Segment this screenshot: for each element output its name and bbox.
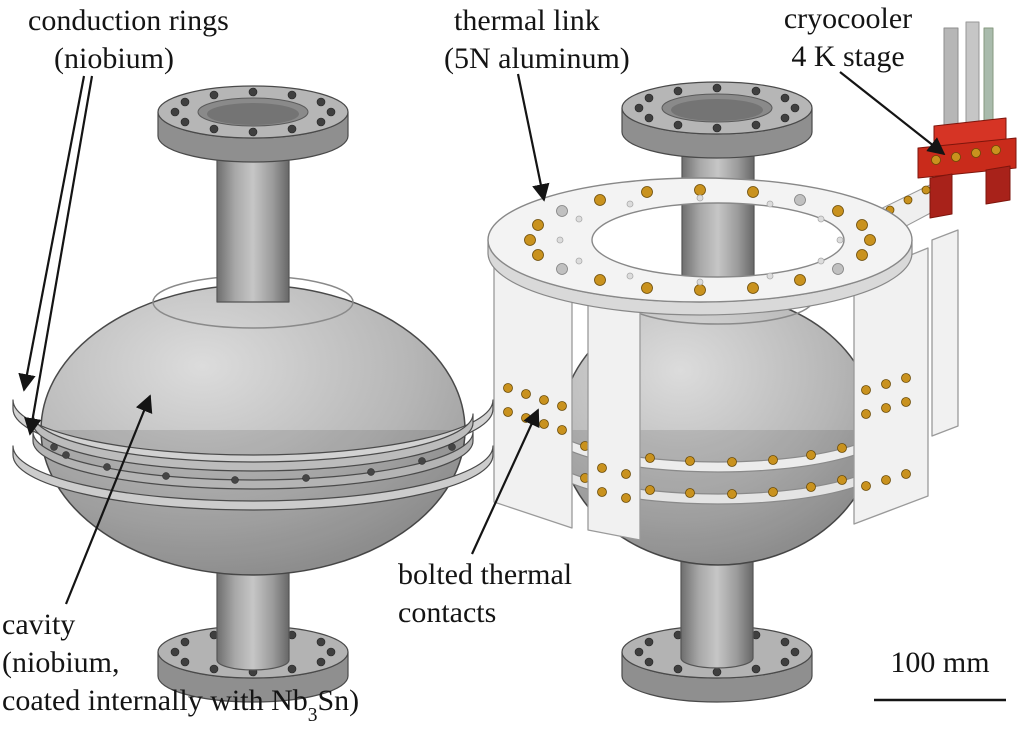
- arrow-conduction-ring-lower: [24, 75, 94, 436]
- label-bolted-contacts: bolted thermal contacts: [398, 556, 572, 632]
- ring-nuts-silver: [556, 194, 844, 275]
- bolt-circle: [634, 83, 800, 133]
- arrow-thermal-link: [516, 73, 550, 202]
- label-conduction-rings-line1: conduction rings: [28, 4, 229, 37]
- upper-beam-tube-left: [216, 137, 290, 303]
- label-cavity-line3: coated internally with Nb3Sn): [2, 684, 360, 727]
- label-cryocooler-line2: 4 K stage: [791, 40, 905, 74]
- label-bolted-contacts-line2: contacts: [398, 596, 497, 630]
- ring-bolts: [524, 184, 876, 296]
- upper-beam-tube-right: [681, 133, 755, 305]
- label-conduction-rings: conduction rings (niobium): [28, 2, 229, 78]
- label-bolted-contacts-line1: bolted thermal: [398, 558, 573, 591]
- bolt-circle: [170, 87, 336, 137]
- bare-cavity-assembly: [12, 85, 494, 703]
- ring-holes: [556, 194, 844, 286]
- label-thermal-link: thermal link (5N aluminum): [444, 2, 630, 78]
- label-cryocooler: cryocooler 4 K stage: [762, 0, 934, 76]
- arrow-conduction-ring-upper: [18, 75, 86, 392]
- cryocooler-rods: [943, 21, 994, 133]
- bottom-beam-tube-left: [216, 555, 290, 671]
- label-cavity-line2: (niobium,: [2, 646, 120, 680]
- thermal-link-straps: [493, 229, 959, 541]
- equator-bolts-left: [50, 443, 456, 484]
- stage-bolts: [885, 145, 1001, 215]
- conduction-rings: [12, 399, 494, 511]
- label-conduction-rings-line2: (niobium): [54, 42, 174, 76]
- annotation-arrows: [18, 71, 946, 605]
- conduction-ring-lower: [12, 445, 494, 511]
- conduction-cooled-assembly: [487, 21, 1017, 703]
- nb3sn-subscript: 3: [307, 705, 318, 727]
- equator-flange-upper: [32, 413, 474, 472]
- strap-front-left: [587, 295, 641, 541]
- label-thermal-link-line1: thermal link: [454, 4, 600, 37]
- label-cavity: cavity (niobium, coated internally with …: [2, 606, 360, 727]
- arrow-cavity: [64, 394, 153, 605]
- label-thermal-link-line2: (5N aluminum): [444, 42, 630, 76]
- strap-far-right: [931, 229, 959, 437]
- top-flange-left: [157, 85, 349, 163]
- arrow-bolted-contacts: [471, 408, 540, 555]
- arrow-cryocooler: [839, 71, 946, 156]
- bottom-beam-tube-right: [680, 547, 754, 669]
- top-flange-right: [621, 81, 813, 159]
- label-cavity-line1: cavity: [2, 608, 76, 641]
- scale-bar-label: 100 mm: [890, 646, 990, 679]
- cryocooler-stage: [917, 117, 1017, 219]
- bolt-circle: [170, 627, 336, 677]
- equator-flange-lower: [32, 431, 474, 490]
- label-cryocooler-line1: cryocooler: [783, 2, 913, 35]
- bottom-flange-right: [621, 625, 813, 703]
- thermal-link-ring: [487, 177, 913, 316]
